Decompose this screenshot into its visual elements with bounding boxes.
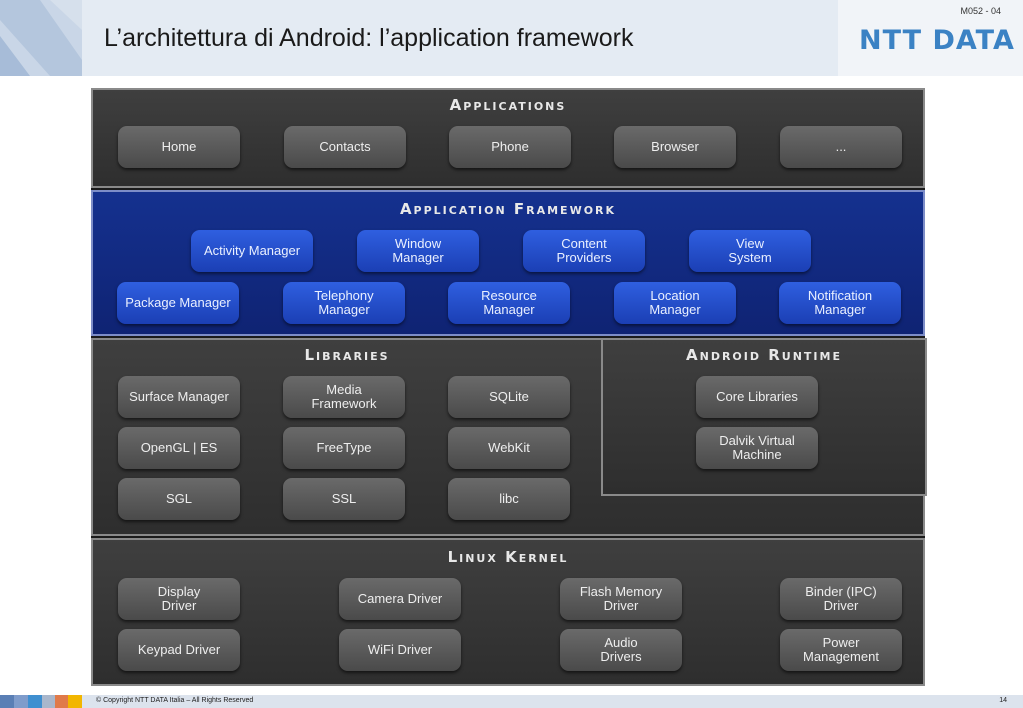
power-management: Power Management: [780, 629, 902, 671]
footer-square-3: [28, 695, 42, 708]
libraries-layer: Libraries Surface Manager Media Framewor…: [91, 338, 927, 536]
slide-footer: © Copyright NTT DATA Italia – All Rights…: [0, 695, 1023, 708]
flash-memory-driver: Flash Memory Driver: [560, 578, 682, 620]
header-decoration: [0, 0, 82, 76]
app-phone: Phone: [449, 126, 571, 168]
footer-square-4: [42, 695, 55, 708]
page-number: 14: [999, 697, 1007, 704]
app-contacts: Contacts: [284, 126, 406, 168]
libraries-title: Libraries: [304, 346, 390, 364]
core-libraries: Core Libraries: [696, 376, 818, 418]
camera-driver: Camera Driver: [339, 578, 461, 620]
lib-ssl: SSL: [283, 478, 405, 520]
display-driver: Display Driver: [118, 578, 240, 620]
app-home: Home: [118, 126, 240, 168]
dalvik-virtual-machine: Dalvik Virtual Machine: [696, 427, 818, 469]
audio-drivers: Audio Drivers: [560, 629, 682, 671]
lib-freetype: FreeType: [283, 427, 405, 469]
slide-header: L’architettura di Android: l’application…: [0, 0, 1023, 76]
footer-square-2: [14, 695, 28, 708]
binder-ipc-driver: Binder (IPC) Driver: [780, 578, 902, 620]
window-manager: Window Manager: [357, 230, 479, 272]
ntt-data-logo: NTT DATA: [859, 25, 1015, 56]
kernel-title: Linux Kernel: [447, 548, 569, 566]
title-area: L’architettura di Android: l’application…: [82, 0, 838, 76]
android-architecture-diagram: Applications Home Contacts Phone Browser…: [91, 88, 927, 686]
content-providers: Content Providers: [523, 230, 645, 272]
runtime-layer: Android Runtime Core Libraries Dalvik Vi…: [601, 338, 927, 496]
framework-layer: Application Framework Activity Manager W…: [91, 190, 925, 336]
app-browser: Browser: [614, 126, 736, 168]
package-manager: Package Manager: [117, 282, 239, 324]
page-title: L’architettura di Android: l’application…: [104, 24, 634, 52]
lib-opengl-es: OpenGL | ES: [118, 427, 240, 469]
activity-manager: Activity Manager: [191, 230, 313, 272]
wifi-driver: WiFi Driver: [339, 629, 461, 671]
runtime-title: Android Runtime: [686, 346, 842, 364]
view-system: View System: [689, 230, 811, 272]
app-more: ...: [780, 126, 902, 168]
footer-square-5: [55, 695, 68, 708]
applications-layer: Applications Home Contacts Phone Browser…: [91, 88, 925, 188]
copyright-text: © Copyright NTT DATA Italia – All Rights…: [96, 697, 254, 704]
kernel-layer: Linux Kernel Display Driver Camera Drive…: [91, 538, 925, 686]
lib-webkit: WebKit: [448, 427, 570, 469]
footer-square-6: [68, 695, 82, 708]
location-manager: Location Manager: [614, 282, 736, 324]
lib-sqlite: SQLite: [448, 376, 570, 418]
lib-surface-manager: Surface Manager: [118, 376, 240, 418]
footer-square-1: [0, 695, 14, 708]
telephony-manager: Telephony Manager: [283, 282, 405, 324]
resource-manager: Resource Manager: [448, 282, 570, 324]
lib-libc: libc: [448, 478, 570, 520]
keypad-driver: Keypad Driver: [118, 629, 240, 671]
lib-media-framework: Media Framework: [283, 376, 405, 418]
framework-title: Application Framework: [399, 200, 617, 218]
applications-title: Applications: [449, 96, 567, 114]
diagonal-shapes-icon: [0, 0, 82, 76]
slide-code: M052 - 04: [960, 6, 1001, 16]
notification-manager: Notification Manager: [779, 282, 901, 324]
lib-sgl: SGL: [118, 478, 240, 520]
logo-area: M052 - 04 NTT DATA: [838, 0, 1023, 76]
